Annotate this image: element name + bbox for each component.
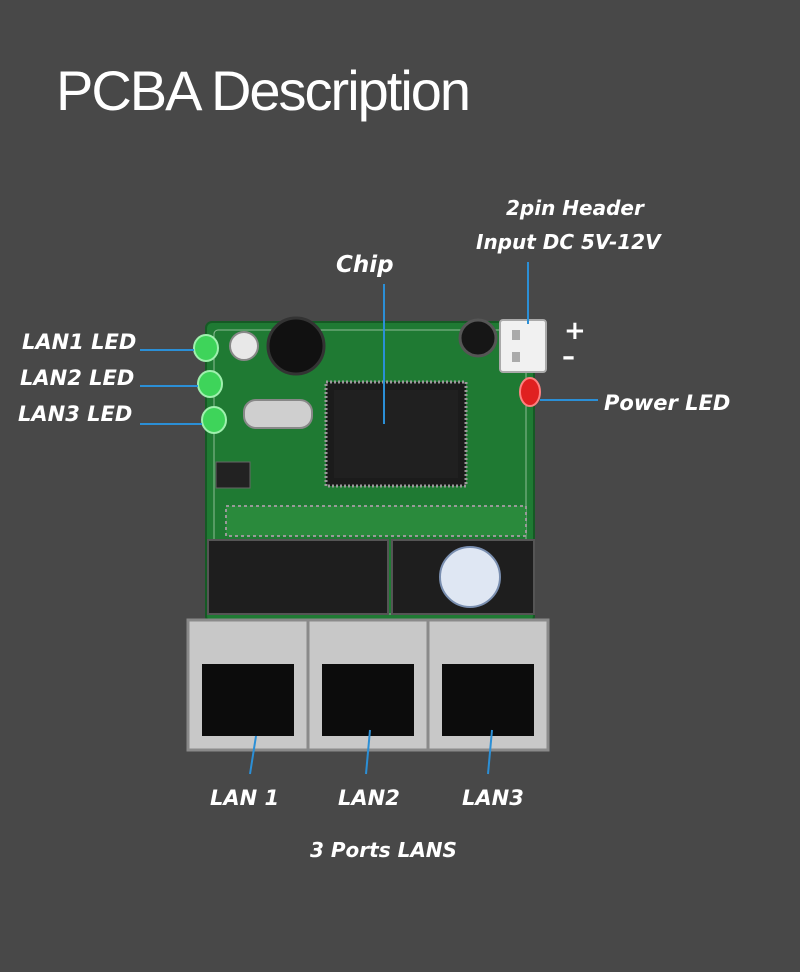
crystal bbox=[243, 399, 313, 429]
transformer-left bbox=[207, 539, 389, 615]
lan3-led-label: LAN3 LED bbox=[18, 402, 133, 426]
lan1-port-label: LAN 1 bbox=[210, 786, 280, 810]
lan2-led bbox=[197, 370, 223, 398]
leader-lan2 bbox=[365, 729, 371, 775]
header-label-line2: Input DC 5V-12V bbox=[476, 230, 661, 254]
small-component bbox=[215, 461, 251, 489]
pin-row bbox=[225, 505, 527, 537]
lan3-port-label: LAN3 bbox=[462, 786, 524, 810]
minus-label: – bbox=[562, 342, 575, 372]
lan1-led-label: LAN1 LED bbox=[22, 330, 137, 354]
power-led-label: Power LED bbox=[604, 391, 731, 415]
lan2-led-label: LAN2 LED bbox=[20, 366, 135, 390]
ports-caption: 3 Ports LANS bbox=[310, 838, 457, 862]
leader-lan3 bbox=[487, 729, 493, 775]
capacitor-power bbox=[458, 318, 498, 358]
pin-header bbox=[499, 319, 547, 373]
header-label-line1: 2pin Header bbox=[506, 196, 644, 220]
lan2-port-label: LAN2 bbox=[338, 786, 400, 810]
lan3-led bbox=[201, 406, 227, 434]
page-title: PCBA Description bbox=[56, 59, 471, 122]
capacitor-black bbox=[266, 316, 326, 376]
capacitor-small bbox=[229, 331, 259, 361]
chip-label: Chip bbox=[336, 252, 394, 278]
main-chip-die bbox=[334, 390, 458, 478]
leader-lan1 bbox=[249, 735, 257, 775]
qc-pass-sticker bbox=[439, 546, 501, 608]
lan1-led bbox=[193, 334, 219, 362]
power-led bbox=[519, 377, 541, 407]
plus-label: + bbox=[564, 316, 586, 346]
